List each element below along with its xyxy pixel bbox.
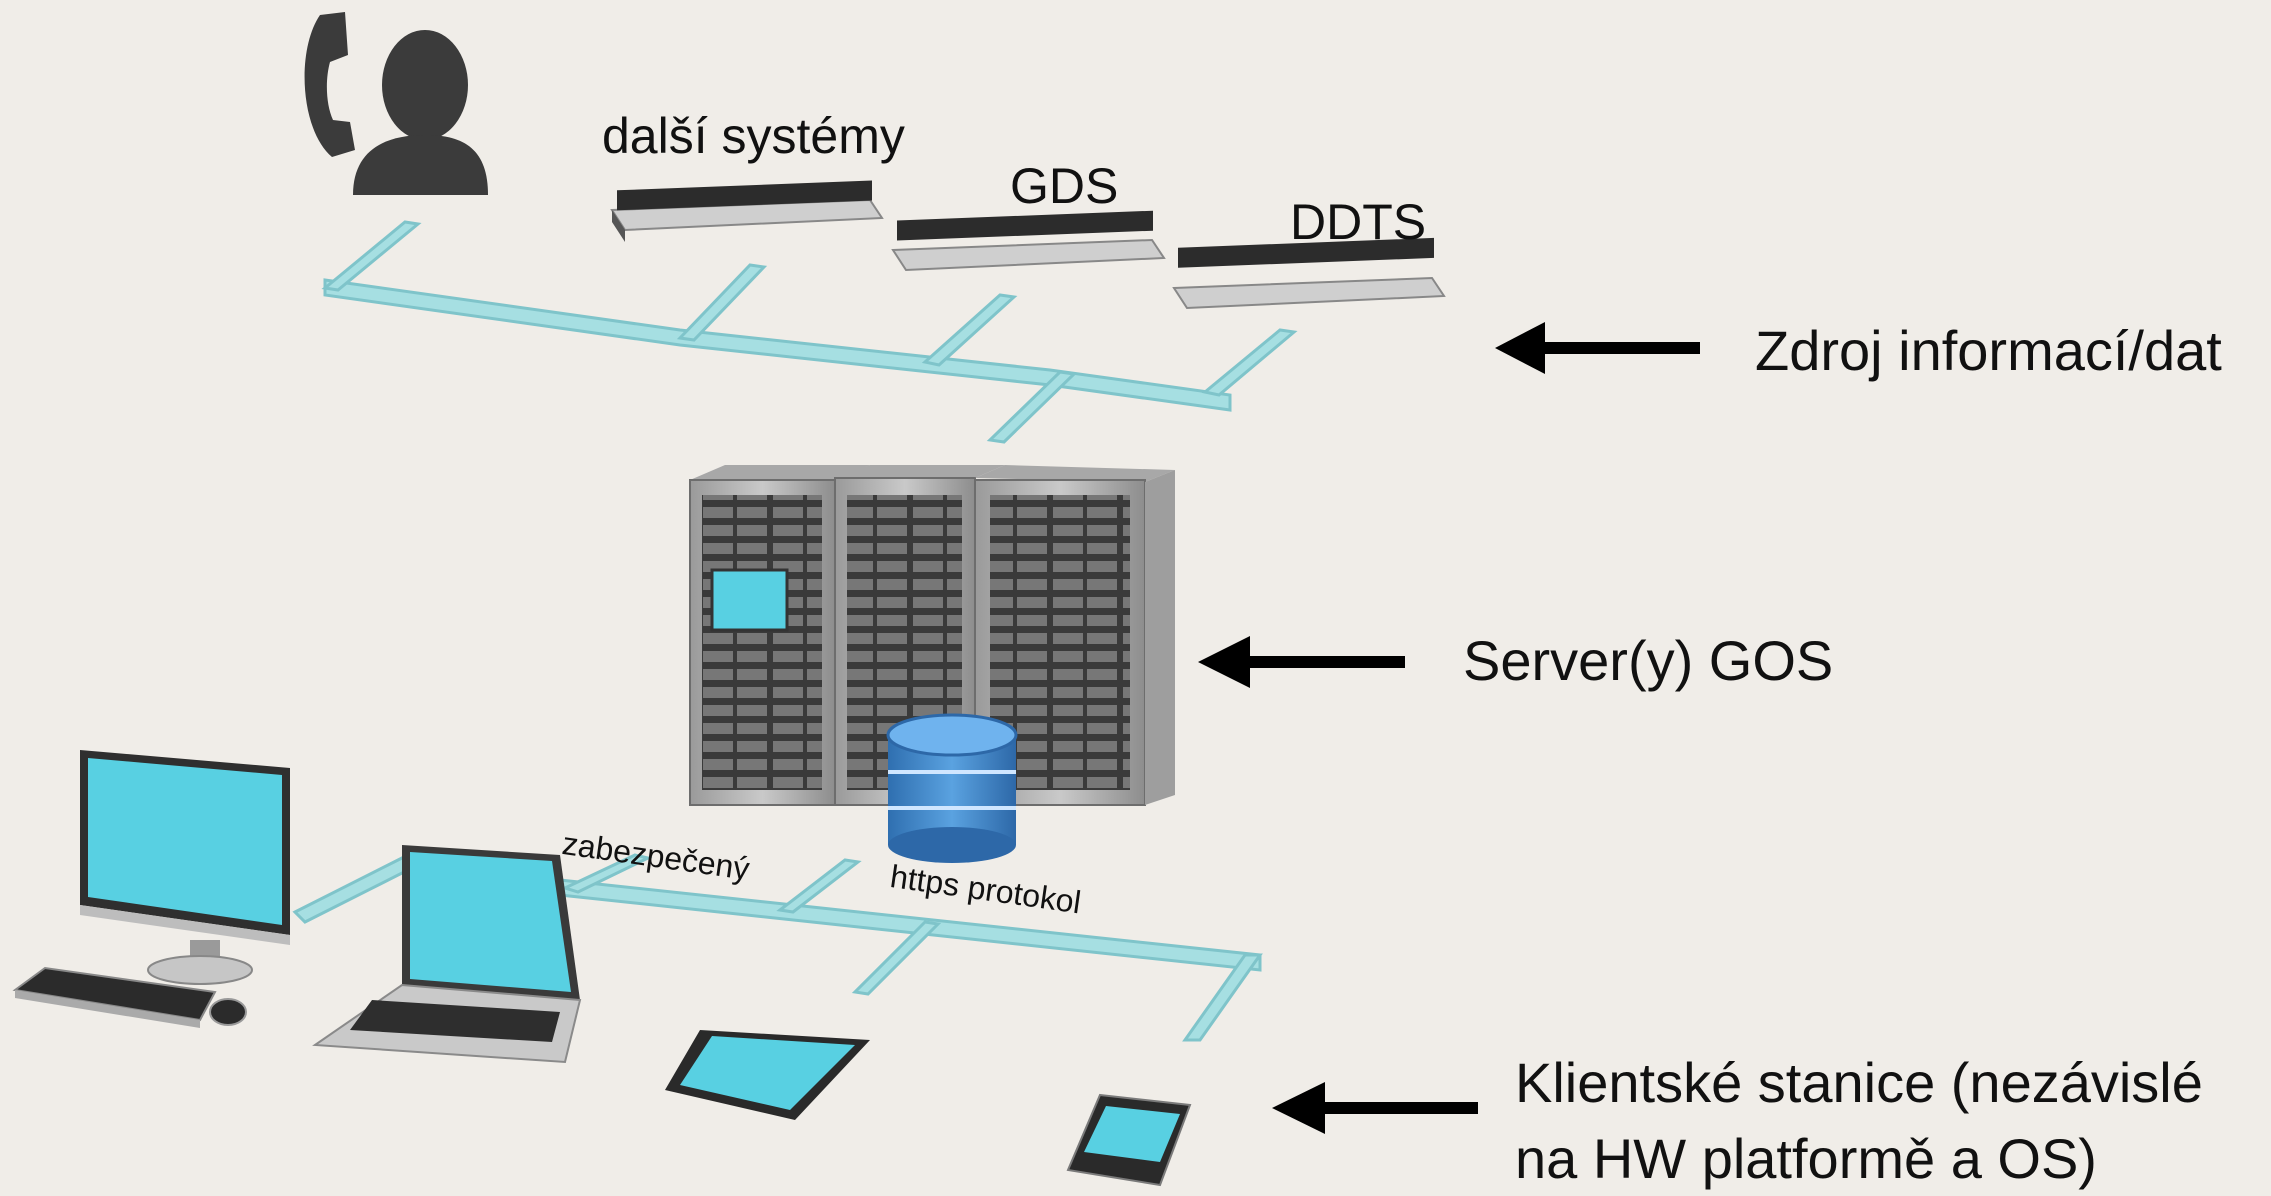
desktop-monitor-icon [80, 750, 290, 985]
server-cabinet-icon [689, 465, 870, 806]
label-dalsi-systemy: další systémy [602, 108, 905, 164]
laptop-icon [312, 845, 582, 1064]
arrow-left-icon [1495, 322, 1700, 374]
label-klientske-line-2: na HW platformě a OS) [1515, 1126, 2097, 1190]
rack-server-icon [1172, 237, 1446, 310]
person-icon [353, 30, 488, 195]
tablet-icon [665, 1030, 870, 1120]
label-klientske-line-1: Klientské stanice (nezávislé [1515, 1051, 2203, 1114]
mouse-icon [209, 998, 247, 1026]
label-klientske-stanice: Klientské stanice (nezávislé na HW platf… [1515, 1045, 2271, 1196]
rack-server-icon [610, 180, 884, 242]
arrow-left-icon [1198, 636, 1405, 688]
label-server-gos: Server(y) GOS [1463, 629, 1834, 692]
phone-icon [304, 12, 355, 157]
label-ddts: DDTS [1290, 194, 1427, 250]
database-icon [886, 713, 1018, 863]
label-zdroj-informaci: Zdroj informací/dat [1755, 319, 2222, 382]
smartphone-icon [1066, 1093, 1192, 1187]
label-gds: GDS [1010, 158, 1119, 214]
upper-network-pipe [321, 220, 1298, 444]
keyboard-icon [12, 966, 217, 1028]
arrow-left-icon [1272, 1082, 1478, 1134]
lower-network-pipe [292, 853, 1263, 1042]
rack-server-icon [891, 210, 1166, 272]
